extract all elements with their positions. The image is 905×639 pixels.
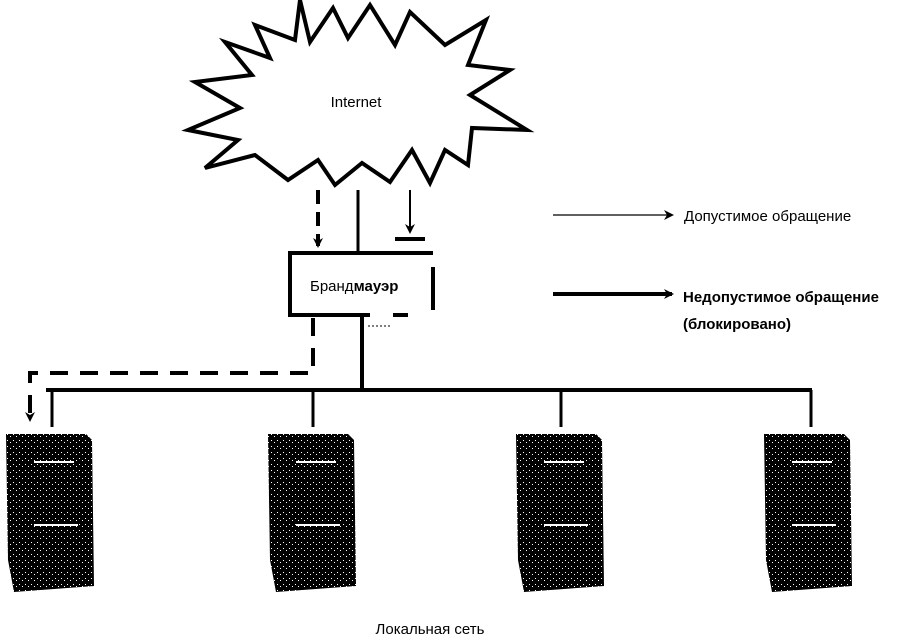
drive-bay-bottom [544, 524, 588, 526]
dashed-path-firewall-to-computer-1 [25, 318, 315, 422]
legend-blocked: Недопустимое обращение (блокировано) [553, 289, 879, 333]
internet-label: Internet [331, 94, 383, 111]
drive-bay-top [792, 461, 832, 463]
drive-bay-top [34, 461, 74, 463]
computer-4 [764, 434, 852, 592]
firewall-label-bold: мауэр [354, 278, 399, 295]
legend: Допустимое обращение Недопустимое обраще… [553, 208, 879, 333]
legend-blocked-label-line2: (блокировано) [683, 316, 791, 333]
computer-3 [516, 434, 604, 592]
drive-bay-bottom [296, 524, 340, 526]
local-network-label: Локальная сеть [376, 621, 485, 638]
legend-allowed-label: Допустимое обращение [684, 208, 851, 225]
drive-bay-bottom [34, 524, 78, 526]
drive-bay-bottom [792, 524, 836, 526]
computer-tower-icon [6, 434, 94, 592]
computer-tower-icon [764, 434, 852, 592]
legend-blocked-label-line1: Недопустимое обращение [683, 289, 879, 306]
firewall-label-regular: Бранд [310, 278, 354, 295]
firewall-label: Брандмауэр [310, 278, 398, 295]
blocked-access-line [395, 190, 425, 241]
computer-2 [268, 434, 356, 592]
computer-1 [6, 434, 94, 592]
computer-tower-icon [268, 434, 356, 592]
internet-starburst-shape [181, 0, 535, 188]
drive-bay-top [296, 461, 336, 463]
computer-tower-icon [516, 434, 604, 592]
firewall-box: Брандмауэр [288, 251, 435, 327]
computers-group [6, 434, 852, 592]
internet-cloud: Internet [181, 0, 535, 188]
drive-bay-top [544, 461, 584, 463]
legend-allowed: Допустимое обращение [553, 208, 851, 225]
